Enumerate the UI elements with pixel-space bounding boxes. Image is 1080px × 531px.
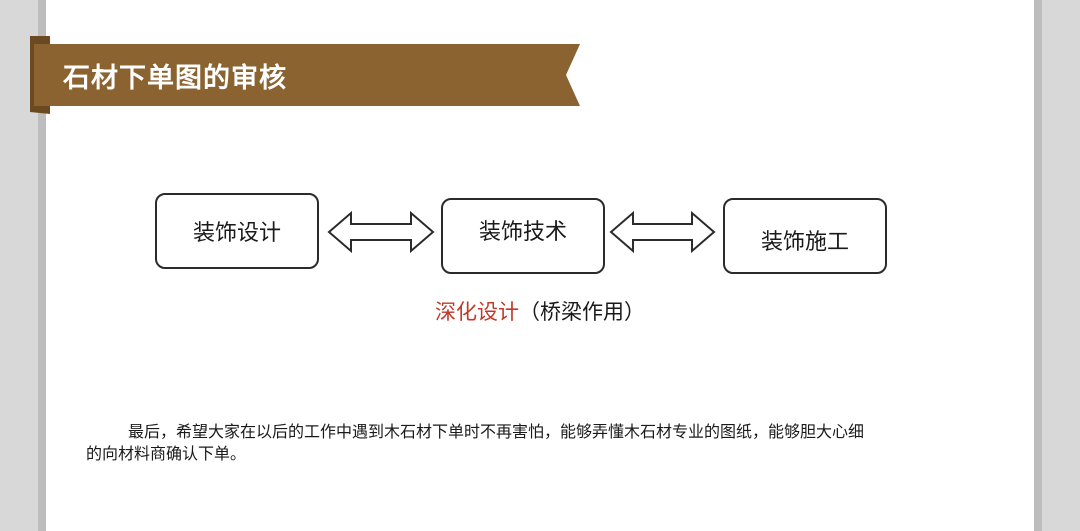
caption-highlight: 深化设计 <box>435 300 519 324</box>
bidirectional-arrow-right <box>609 210 716 254</box>
page-title: 石材下单图的审核 <box>63 63 287 94</box>
paragraph-line-1: 最后，希望大家在以后的工作中遇到木石材下单时不再害怕，能够弄懂木石材专业的图纸，… <box>128 422 865 441</box>
left-edge-strip <box>38 0 46 531</box>
node-decoration-technology: 装饰技术 <box>441 198 605 274</box>
node-decoration-construction: 装饰施工 <box>723 198 887 274</box>
bidirectional-arrow-left <box>327 210 435 254</box>
caption-rest: （桥梁作用） <box>519 300 645 324</box>
node-decoration-design: 装饰设计 <box>155 193 319 269</box>
banner-ribbon <box>34 44 580 106</box>
closing-paragraph: 最后，希望大家在以后的工作中遇到木石材下单时不再害怕，能够弄懂木石材专业的图纸，… <box>86 421 986 465</box>
paragraph-line-2: 的向材料商确认下单。 <box>86 444 247 463</box>
diagram-caption: 深化设计（桥梁作用） <box>0 296 1080 326</box>
right-edge-strip <box>1034 0 1042 531</box>
